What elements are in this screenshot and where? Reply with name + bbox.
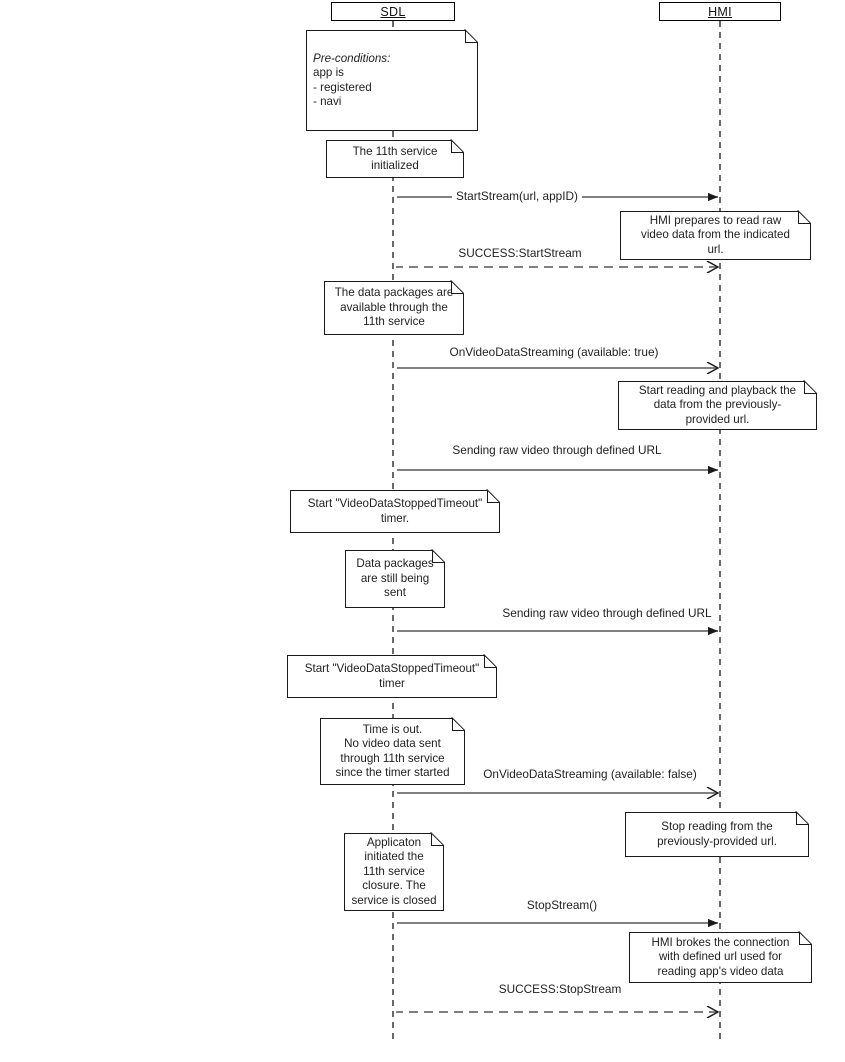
message-label-stop-stream: StopStream() — [526, 898, 598, 912]
note-stop-reading: Stop reading from the previously-provide… — [625, 812, 809, 857]
note-preconditions: Pre-conditions:app is- registered- navi — [306, 30, 478, 131]
note-line: - registered — [313, 80, 372, 94]
participant-sdl[interactable]: SDL — [331, 2, 455, 21]
note-fold-corner-icon — [804, 381, 817, 394]
note-fold-corner-icon — [796, 812, 809, 825]
note-fold-corner-icon — [451, 281, 464, 294]
note-text: Data packages are still being sent — [356, 557, 434, 600]
note-text: Pre-conditions:app is- registered- navi — [313, 52, 390, 110]
note-text: HMI brokes the connection with defined u… — [651, 935, 790, 978]
note-fold-corner-icon — [484, 655, 497, 668]
note-start-timer-1: Start "VideoDataStoppedTimeout" timer. — [290, 490, 500, 533]
note-text: Start "VideoDataStoppedTimeout" timer. — [307, 497, 483, 525]
note-fold-corner-icon — [432, 550, 445, 563]
note-text: The data packages are available through … — [334, 286, 454, 329]
note-text: HMI prepares to read raw video data from… — [641, 214, 790, 256]
note-start-timer-2: Start "VideoDataStoppedTimeout" timer — [287, 655, 497, 698]
note-fold-corner-icon — [465, 30, 478, 43]
participant-label: HMI — [708, 4, 732, 19]
message-label-success-stop-stream: SUCCESS:StopStream — [498, 982, 622, 996]
note-service-initialized: The 11th service initialized — [326, 140, 464, 178]
note-time-is-out: Time is out. No video data sent through … — [320, 718, 465, 785]
note-line: Pre-conditions: — [313, 51, 391, 65]
participant-label: SDL — [380, 4, 406, 19]
message-label-start-stream: StartStream(url, appID) — [452, 189, 582, 203]
note-start-reading-playback: Start reading and playback the data from… — [618, 381, 817, 431]
note-text: Time is out. No video data sent through … — [335, 722, 450, 779]
note-packages-still-sent: Data packages are still being sent — [345, 550, 445, 608]
note-hmi-brokes-connection: HMI brokes the connection with defined u… — [629, 932, 812, 983]
note-fold-corner-icon — [451, 140, 464, 153]
note-fold-corner-icon — [487, 490, 500, 503]
note-text: The 11th service initialized — [352, 144, 438, 172]
note-data-packages-available: The data packages are available through … — [324, 281, 464, 335]
note-hmi-prepares: HMI prepares to read raw video data from… — [620, 211, 811, 261]
note-app-initiated-closure: Applicaton initiated the 11th service cl… — [344, 833, 444, 912]
note-text: Start "VideoDataStoppedTimeout" timer — [304, 662, 480, 690]
note-text: Stop reading from the previously-provide… — [657, 820, 777, 848]
message-label-on-video-data-streaming-true: OnVideoDataStreaming (available: true) — [449, 345, 659, 359]
note-text: Start reading and playback the data from… — [638, 384, 797, 426]
note-line: app is — [313, 66, 344, 80]
note-text: Applicaton initiated the 11th service cl… — [351, 836, 437, 907]
message-label-success-start-stream: SUCCESS:StartStream — [458, 246, 582, 260]
note-line: - navi — [313, 94, 342, 108]
note-fold-corner-icon — [452, 718, 465, 731]
message-label-sending-raw-video-2: Sending raw video through defined URL — [502, 606, 712, 620]
message-label-on-video-data-streaming-false: OnVideoDataStreaming (available: false) — [483, 767, 697, 781]
note-fold-corner-icon — [431, 833, 444, 846]
note-fold-corner-icon — [799, 932, 812, 945]
message-label-sending-raw-video-1: Sending raw video through defined URL — [452, 443, 662, 457]
note-fold-corner-icon — [798, 211, 811, 224]
participant-hmi[interactable]: HMI — [659, 2, 781, 21]
